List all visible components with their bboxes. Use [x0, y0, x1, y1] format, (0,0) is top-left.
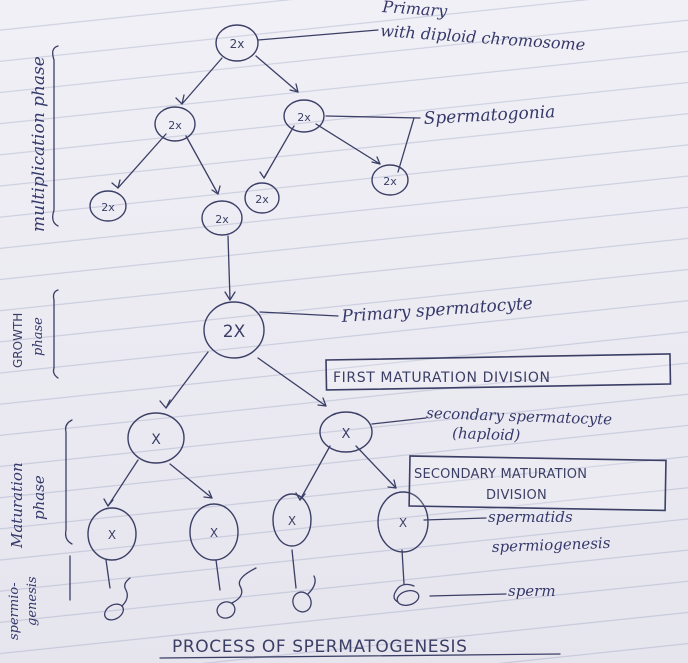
- spermatid-cell: X: [377, 491, 429, 553]
- secondary-maturation-division-box: SECONDARY MATURATION DIVISION: [408, 455, 667, 512]
- svg-text:2x: 2x: [215, 213, 229, 226]
- spermatogonium-cell: 2x: [283, 99, 325, 133]
- note-primary: Primary: [381, 0, 449, 21]
- svg-text:X: X: [108, 528, 116, 542]
- svg-text:2x: 2x: [230, 37, 245, 51]
- label-spermatids: spermatids: [488, 508, 573, 526]
- sperm-cells: [104, 567, 420, 621]
- first-maturation-division-box: FIRST MATURATION DIVISION: [325, 353, 672, 391]
- svg-text:X: X: [342, 427, 351, 442]
- diagram-title: PROCESS OF SPERMATOGENESIS: [172, 637, 468, 657]
- phase-label-spermiogenesis-2: genesis: [25, 576, 40, 626]
- svg-text:DIVISION: DIVISION: [486, 488, 547, 503]
- svg-text:X: X: [288, 514, 296, 528]
- phase-label-maturation-phase: phase: [30, 475, 48, 520]
- spermatid-cell: X: [189, 503, 239, 561]
- secondary-spermatocyte-cell: X: [319, 411, 373, 453]
- phase-label-spermiogenesis: spermio-: [7, 582, 22, 640]
- diploid-cell-top: 2x: [215, 24, 259, 62]
- spermatid-cell: X: [87, 507, 137, 561]
- svg-text:X: X: [399, 516, 407, 530]
- svg-text:2x: 2x: [297, 111, 311, 124]
- spermatogonium-cell: 2x: [201, 200, 243, 236]
- label-spermiogenesis: spermiogenesis: [492, 534, 611, 556]
- svg-text:2x: 2x: [168, 119, 182, 132]
- phase-brackets: [52, 45, 73, 601]
- note-diploid-chromosome: with diploid chromosome: [380, 21, 586, 54]
- label-sperm: sperm: [508, 582, 556, 600]
- primary-spermatocyte-cell: 2X: [203, 301, 265, 359]
- phase-label-growth: GROWTH: [11, 313, 25, 368]
- spermatogonium-cell: 2x: [244, 182, 280, 214]
- label-haploid: (haploid): [452, 424, 521, 444]
- spermatogonium-cell: 2x: [154, 106, 196, 142]
- spermatid-cell: X: [272, 493, 312, 547]
- svg-text:2x: 2x: [255, 193, 269, 206]
- svg-text:2X: 2X: [223, 322, 246, 342]
- svg-text:FIRST MATURATION DIVISION: FIRST MATURATION DIVISION: [333, 370, 551, 386]
- svg-text:X: X: [210, 526, 218, 540]
- phase-label-growth-phase: phase: [31, 317, 46, 356]
- lineage-arrows: [103, 55, 507, 597]
- spermatogonium-cell: 2x: [371, 164, 409, 196]
- svg-text:2x: 2x: [383, 175, 397, 188]
- secondary-spermatocyte-cell: X: [127, 412, 185, 464]
- svg-text:X: X: [151, 432, 161, 448]
- phase-label-maturation: Maturation: [8, 462, 26, 549]
- phase-label-multiplication: multiplication phase: [29, 56, 49, 232]
- svg-text:SECONDARY MATURATION: SECONDARY MATURATION: [414, 467, 587, 482]
- label-primary-spermatocyte: Primary spermatocyte: [340, 294, 533, 327]
- label-spermatogonia: Spermatogonia: [423, 102, 556, 129]
- svg-text:2x: 2x: [101, 201, 115, 214]
- spermatogonium-cell: 2x: [89, 190, 127, 222]
